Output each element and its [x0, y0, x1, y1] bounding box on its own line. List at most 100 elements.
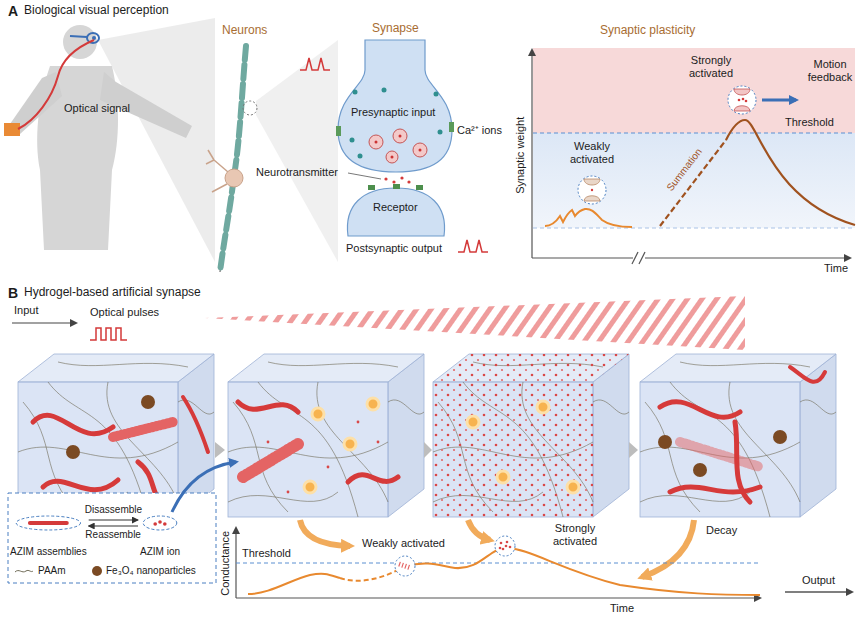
synapse — [382, 88, 387, 93]
hydrogel-cube — [66, 445, 80, 459]
synapse — [353, 90, 358, 95]
legend-item: PAAm — [14, 565, 66, 577]
hydrogel-cube — [344, 438, 356, 450]
conductance-plot — [405, 548, 760, 595]
azim-node: AZIM ion — [140, 514, 180, 558]
text-label: Presynaptic input — [351, 106, 435, 119]
hydrogel-cube — [228, 354, 424, 517]
plasticity-plot — [738, 99, 741, 102]
hydrogel-cube — [238, 402, 298, 412]
conductance-plot — [395, 556, 415, 576]
conductance-plot — [506, 541, 509, 544]
text-label: Threshold — [242, 547, 291, 560]
optical-input — [90, 328, 127, 340]
edge-label: Reassemble — [85, 529, 141, 541]
plasticity-plot — [578, 176, 606, 204]
transition-arrow — [300, 520, 694, 577]
synapse — [407, 180, 410, 183]
neuron — [256, 40, 338, 262]
panel-title: Hydrogel-based artificial synapse — [24, 286, 201, 300]
hydrogel-cube — [367, 398, 379, 410]
plasticity-plot — [742, 98, 745, 101]
hydrogel-cube — [348, 475, 398, 482]
line-swatch — [14, 567, 34, 575]
optical-input — [12, 296, 745, 350]
hydrogel-cube — [640, 354, 836, 517]
hydrogel-cube — [537, 401, 549, 413]
azim-assembly — [30, 521, 67, 525]
synapse — [458, 240, 488, 252]
axis-label: Time — [824, 262, 848, 275]
synapse — [399, 135, 402, 138]
transform-arrow — [89, 525, 138, 526]
hydrogel-cube — [433, 354, 629, 517]
optical-input — [12, 322, 76, 323]
section-title: Synapse — [372, 22, 419, 36]
hydrogel-cube — [183, 397, 208, 452]
section-title: Neurons — [222, 24, 267, 38]
neuron — [206, 40, 338, 272]
plasticity-plot — [531, 50, 532, 258]
text-label: Strongly activated — [545, 522, 605, 547]
hydrogel-cube — [141, 395, 155, 409]
hydrogel-cube — [433, 354, 629, 382]
hydrogel-cube — [267, 421, 380, 494]
synapse — [392, 180, 395, 183]
plasticity-plot — [728, 86, 756, 114]
plasticity-plot — [726, 120, 855, 225]
line-swatch — [15, 570, 33, 572]
process-chevron — [629, 442, 638, 458]
panel-title: Biological visual perception — [24, 4, 169, 18]
conductance-plot — [509, 546, 512, 549]
conductance-plot — [495, 536, 515, 556]
blue-arrow — [172, 462, 236, 512]
text-label: Neurotransmitter — [256, 166, 338, 179]
hydrogel-cube — [693, 463, 707, 477]
neuron — [206, 150, 228, 192]
synapse — [336, 126, 341, 136]
axis-label: Time — [610, 602, 634, 615]
hydrogel-cube — [658, 435, 672, 449]
transform-arrow — [89, 519, 138, 520]
hydrogel-cube — [467, 416, 479, 428]
synapse — [369, 135, 383, 149]
transition-arrow — [300, 520, 350, 546]
azim-ion-dot — [163, 522, 167, 526]
azim-ion-dot — [158, 520, 162, 524]
node-text: AZIM assemblies — [10, 514, 87, 558]
azim-node: AZIM assemblies — [10, 514, 87, 558]
neuron — [220, 46, 246, 272]
plasticity-plot — [532, 48, 855, 264]
panel-letter: B — [8, 285, 18, 301]
hydrogel-cube — [640, 354, 836, 517]
text-label: Weakly activated — [362, 537, 445, 550]
hydrogel-cube — [790, 367, 825, 382]
plasticity-plot — [533, 228, 855, 229]
hydrogel-cube — [433, 354, 629, 517]
synapse — [386, 151, 398, 163]
plasticity-plot — [584, 179, 600, 185]
legend-swatch — [92, 566, 102, 576]
plasticity-plot — [584, 196, 600, 201]
hydrogel-cube — [433, 354, 629, 517]
person-figure — [18, 40, 94, 129]
legend-box — [8, 493, 216, 583]
synapse — [400, 176, 403, 179]
synapse — [375, 135, 422, 159]
synapse — [368, 185, 375, 190]
conductance-plot — [502, 548, 505, 551]
person-figure — [92, 36, 96, 40]
azim-ellipse — [16, 516, 80, 530]
synapse — [300, 58, 330, 70]
neuron — [208, 150, 214, 160]
axis-label: Conductance — [219, 530, 232, 595]
legend-text: PAAm — [38, 565, 66, 577]
synapse — [350, 88, 443, 159]
neuron — [214, 160, 228, 172]
synapse — [375, 141, 378, 144]
neuron — [220, 46, 246, 272]
neuron — [206, 160, 214, 164]
hydrogel-cube — [267, 441, 270, 444]
neuron — [212, 184, 227, 192]
person-figure — [70, 36, 87, 37]
